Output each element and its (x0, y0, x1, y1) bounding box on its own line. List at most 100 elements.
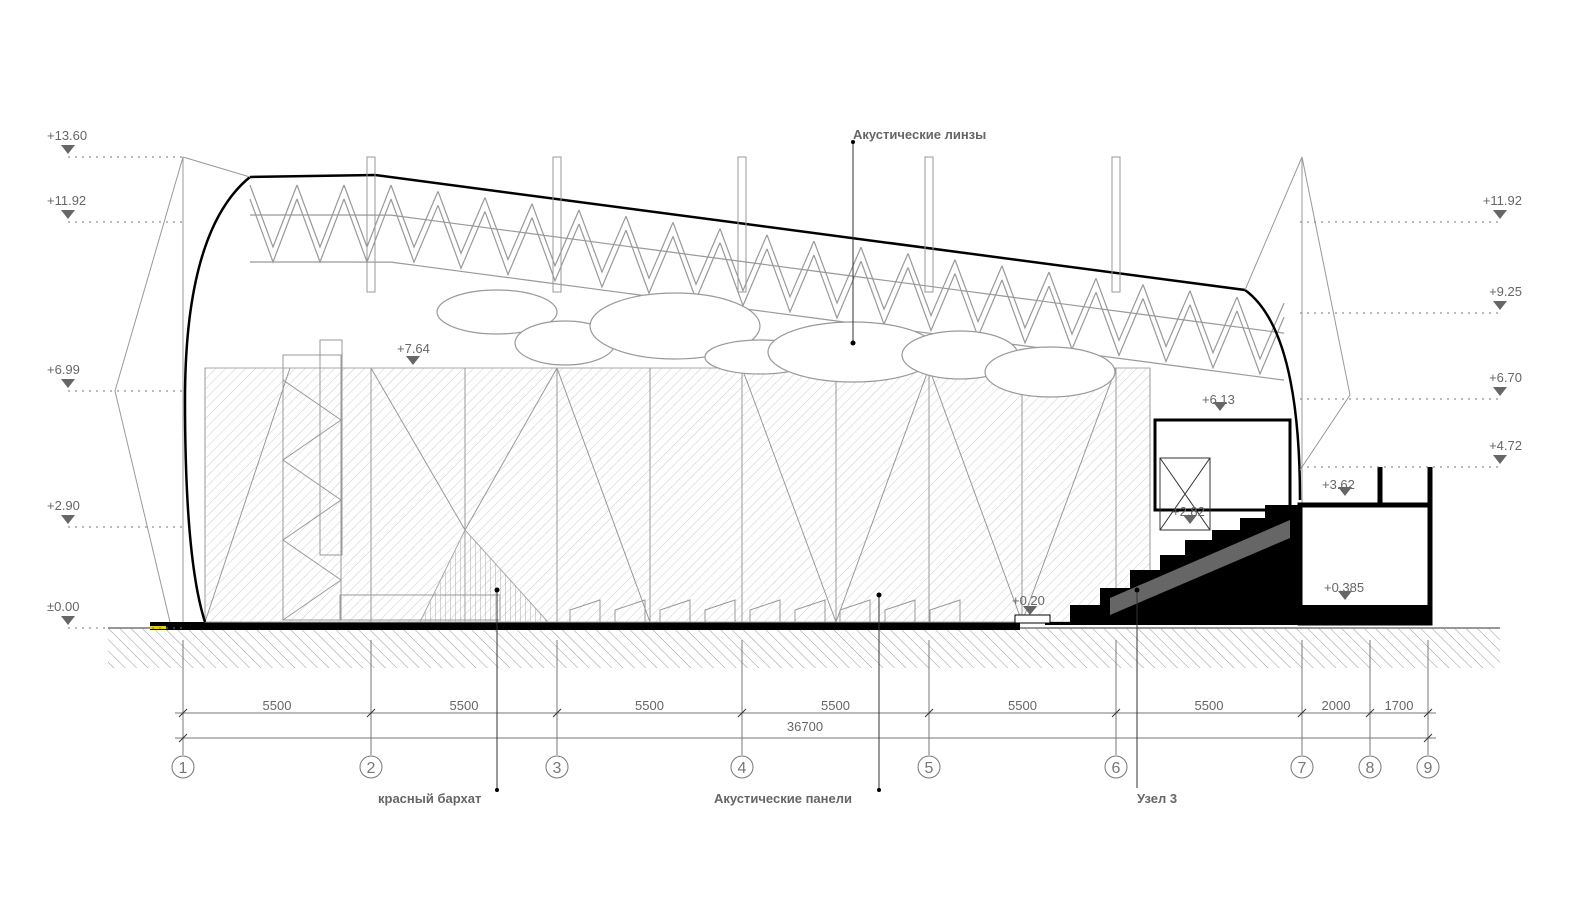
level-triangle-icon (1338, 487, 1352, 496)
level-label: +0.385 (1324, 580, 1364, 595)
axis-bubble (1290, 755, 1314, 779)
level-label: +11.92 (1483, 193, 1522, 208)
grid-axis-3: 3 (545, 640, 569, 779)
dimension-tick (552, 708, 562, 718)
grid-axis-7: 7 (1290, 640, 1314, 779)
annotation-acoustic-lenses: Акустические линзы (850, 127, 986, 346)
dimension-tick (924, 708, 934, 718)
roof-truss (249, 184, 1285, 381)
axis-label: 8 (1366, 760, 1375, 777)
grid-axis-8: 8 (1358, 640, 1382, 779)
label-red-velvet: красный бархат (378, 791, 481, 806)
level-label: +2.90 (47, 498, 80, 513)
level-label: +2.82 (1172, 504, 1205, 519)
axis-label: 2 (367, 760, 376, 777)
level-marker: +11.92 (1300, 193, 1522, 223)
dimension-value: 5500 (1195, 698, 1224, 713)
tribune-structure (1014, 418, 1433, 626)
level-label: +3.62 (1322, 477, 1355, 492)
annotation-acoustic-panels: Акустические панели (714, 592, 882, 806)
level-triangle-icon (406, 356, 420, 365)
level-triangle-icon (1493, 301, 1507, 310)
axis-bubble (545, 755, 569, 779)
dimension-value: 5500 (263, 698, 292, 713)
level-marker: +6.70 (1300, 370, 1522, 400)
dimension-tick (1111, 708, 1121, 718)
dimension-tick (178, 733, 188, 743)
level-marker: ±0.00 (47, 599, 183, 629)
level-triangle-icon (1023, 606, 1037, 615)
dimension-value: 5500 (1008, 698, 1037, 713)
audience-seats (569, 599, 961, 622)
axis-bubble (917, 755, 941, 779)
level-marker: +3.62 (1322, 477, 1355, 496)
yellow-marker (150, 626, 166, 629)
level-label: +6.70 (1489, 370, 1522, 385)
dimension-tick (1297, 708, 1307, 718)
axis-label: 6 (1112, 760, 1121, 777)
masts (366, 156, 1121, 293)
level-triangle-icon (1493, 210, 1507, 219)
dimension-value: 1700 (1385, 698, 1414, 713)
level-label: +9.25 (1489, 284, 1522, 299)
dimension-tick (1423, 708, 1433, 718)
dimension-tick (1365, 708, 1375, 718)
grid-axis-5: 5 (917, 640, 941, 779)
level-marker: +2.82 (1172, 504, 1205, 524)
level-markers: +13.60+11.92+6.99+2.90±0.00+11.92+9.25+6… (47, 128, 1522, 629)
axis-label: 5 (925, 760, 934, 777)
label-node-3: Узел 3 (1137, 791, 1177, 806)
dimension-value: 2000 (1322, 698, 1351, 713)
axis-bubble (1104, 755, 1128, 779)
grid-axis-4: 4 (730, 640, 754, 779)
total-dimension-value: 36700 (787, 719, 823, 734)
level-triangle-icon (61, 616, 75, 625)
level-triangle-icon (61, 210, 75, 219)
grid-axis-1: 1 (171, 640, 195, 779)
level-triangle-icon (1493, 387, 1507, 396)
level-label: +6.99 (47, 362, 80, 377)
level-label: ±0.00 (47, 599, 79, 614)
level-marker: +11.92 (47, 193, 183, 223)
level-marker: +9.25 (1300, 284, 1522, 314)
annotation-red-velvet: красный бархат (378, 587, 500, 806)
level-triangle-icon (61, 379, 75, 388)
level-triangle-icon (61, 515, 75, 524)
acoustic-lenses (436, 289, 1116, 398)
grid-axis-2: 2 (359, 640, 383, 779)
axis-bubble (730, 755, 754, 779)
dimension-tick (366, 708, 376, 718)
level-triangle-icon (1183, 515, 1197, 524)
guy-cables-left (114, 156, 251, 623)
grid-axes: 1 2 3 4 5 6 7 8 9 (171, 640, 1440, 779)
roof-membrane (249, 173, 1302, 501)
axis-label: 7 (1298, 760, 1307, 777)
level-label: +11.92 (47, 193, 86, 208)
level-marker: +0.20 (1012, 593, 1045, 615)
level-marker: +0.385 (1324, 580, 1364, 600)
grid-axis-9: 9 (1416, 640, 1440, 779)
dimension-value: 5500 (450, 698, 479, 713)
level-marker: +7.64 (397, 341, 430, 365)
level-triangle-icon (1338, 591, 1352, 600)
level-marker: +4.72 (1300, 438, 1522, 468)
level-marker: +6.13 (1202, 392, 1235, 411)
level-label: +0.20 (1012, 593, 1045, 608)
panel-fold-lines (204, 367, 1151, 623)
dimension-value: 5500 (635, 698, 664, 713)
axis-bubble (1416, 755, 1440, 779)
dimension-tick (737, 708, 747, 718)
axis-label: 9 (1424, 760, 1433, 777)
level-marker: +2.90 (47, 498, 183, 528)
axis-bubble (1358, 755, 1382, 779)
axis-label: 4 (738, 760, 747, 777)
axis-label: 3 (553, 760, 562, 777)
level-triangle-icon (1213, 402, 1227, 411)
annotation-node-3: Узел 3 (1134, 587, 1177, 806)
axis-bubble (359, 755, 383, 779)
floor-slab (150, 622, 1020, 630)
red-velvet-curtain (419, 529, 550, 623)
axis-label: 1 (179, 760, 188, 777)
front-membrane-curve (183, 176, 251, 623)
